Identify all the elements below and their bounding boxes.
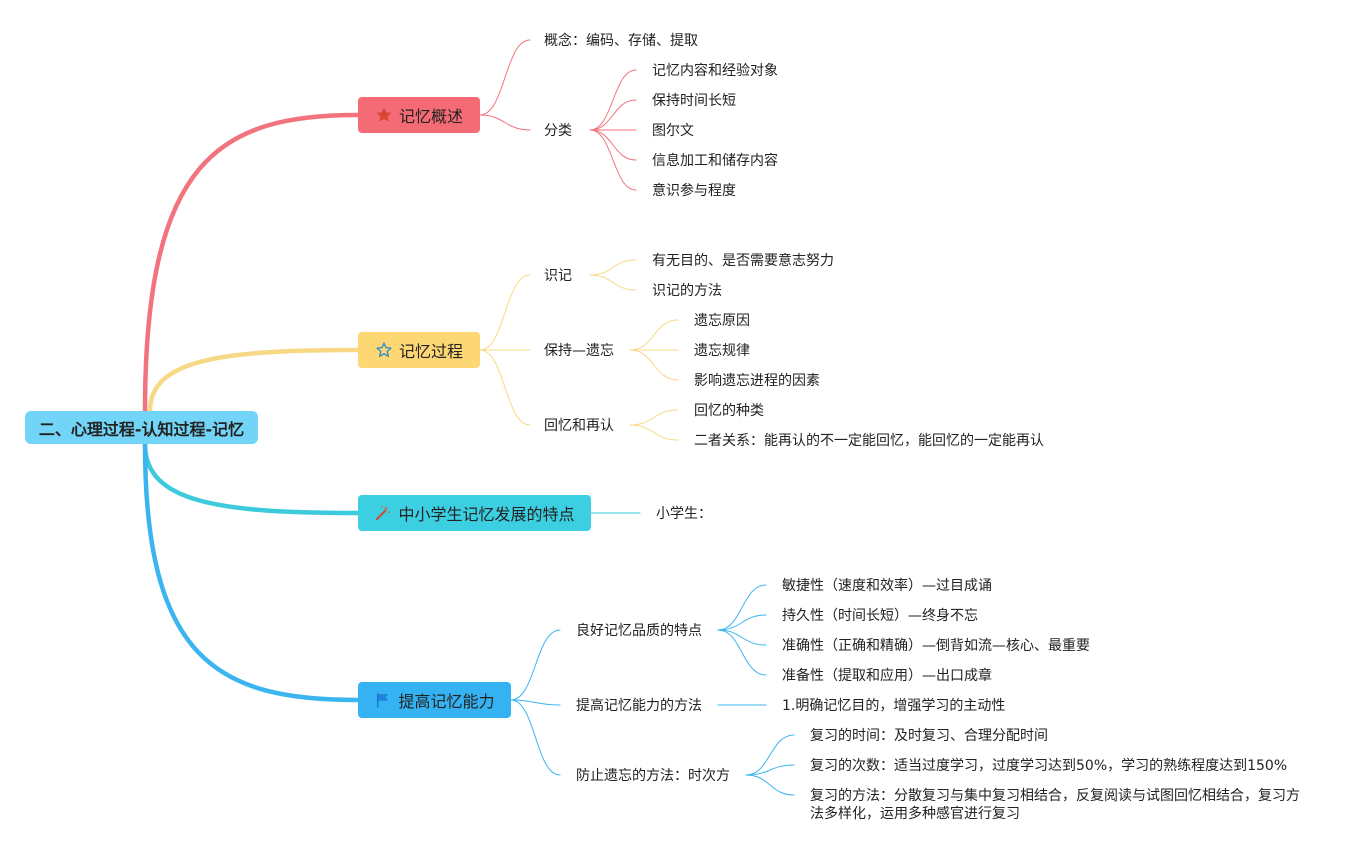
leaf-item[interactable]: 敏捷性（速度和效率）—过目成诵 [782,578,992,594]
branch-node-student-memory-development[interactable]: 中小学生记忆发展的特点 [358,495,591,531]
leaf-line [589,129,637,161]
branch-line [479,114,531,131]
leaf-primary-students[interactable]: 小学生： [656,506,712,522]
leaf-line [629,319,679,351]
trunk-line [147,347,361,414]
branch-label: 中小学生记忆发展的特点 [398,505,575,524]
subtopic-retention-forgetting[interactable]: 保持—遗忘 [544,343,614,359]
subtopic-methods-improve-memory[interactable]: 提高记忆能力的方法 [576,698,702,714]
branch-line [479,39,531,116]
subtopic-encoding[interactable]: 识记 [544,268,572,284]
leaf-line [745,734,795,776]
leaf-line [629,424,679,441]
leaf-line [589,259,637,276]
leaf-item[interactable]: 有无目的、是否需要意志努力 [652,253,834,269]
star-filled-icon [375,106,393,124]
branch-label: 记忆过程 [398,342,463,361]
leaf-item[interactable]: 信息加工和储存内容 [652,153,778,169]
trunk-line [142,441,361,516]
leaf-line [589,129,637,191]
leaf-item[interactable]: 遗忘规律 [694,343,750,359]
trunk-line [142,112,361,414]
leaf-line [589,69,637,131]
star-outline-icon [375,341,393,359]
flag-icon [374,691,392,709]
branch-node-memory-process[interactable]: 记忆过程 [358,332,480,368]
leaf-item[interactable]: 保持时间长短 [652,93,736,109]
branch-line [510,629,561,701]
branch-line [510,699,561,776]
leaf-line [629,349,679,381]
leaf-line [717,614,767,631]
subtopic-classification[interactable]: 分类 [544,123,572,139]
root-node[interactable]: 二、心理过程-认知过程-记忆 [25,411,258,444]
leaf-item[interactable]: 意识参与程度 [652,183,736,199]
branch-line [510,699,561,706]
leaf-item[interactable]: 1.明确记忆目的，增强学习的主动性 [782,698,1006,714]
leaf-item[interactable]: 遗忘原因 [694,313,750,329]
leaf-item[interactable]: 回忆的种类 [694,403,764,419]
leaf-item[interactable]: 准备性（提取和应用）—出口成章 [782,668,992,684]
subtopic-prevent-forgetting[interactable]: 防止遗忘的方法：时次方 [576,768,730,784]
leaf-line [717,629,767,646]
branch-label: 提高记忆能力 [398,692,495,711]
leaf-line [717,584,767,631]
branch-node-memory-overview[interactable]: 记忆概述 [358,97,480,133]
leaf-item[interactable]: 持久性（时间长短）—终身不忘 [782,608,978,624]
branch-line [479,349,531,426]
leaf-line [589,99,637,131]
branch-line [479,274,531,351]
leaf-line [589,274,637,291]
leaf-concept[interactable]: 概念：编码、存储、提取 [544,33,698,49]
magic-wand-icon [374,504,392,522]
leaf-line [717,629,767,676]
branch-label: 记忆概述 [398,107,463,126]
subtopic-recall-recognition[interactable]: 回忆和再认 [544,418,614,434]
subtopic-good-memory-qualities[interactable]: 良好记忆品质的特点 [576,623,702,639]
leaf-item[interactable]: 影响遗忘进程的因素 [694,373,820,389]
leaf-item[interactable]: 记忆内容和经验对象 [652,63,778,79]
leaf-item[interactable]: 二者关系：能再认的不一定能回忆，能回忆的一定能再认 [694,433,1044,449]
branch-node-improve-memory[interactable]: 提高记忆能力 [358,682,511,718]
leaf-item[interactable]: 复习的方法：分散复习与集中复习相结合，反复阅读与试图回忆相结合，复习方法多样化，… [810,788,1300,822]
leaf-item[interactable]: 图尔文 [652,123,694,139]
leaf-item[interactable]: 识记的方法 [652,283,722,299]
leaf-line [745,764,795,776]
leaf-line [629,409,679,426]
leaf-item[interactable]: 复习的次数：适当过度学习，过度学习达到50%，学习的熟练程度达到150% [810,758,1288,774]
trunk-line [142,441,361,703]
leaf-item[interactable]: 准确性（正确和精确）—倒背如流—核心、最重要 [782,638,1090,654]
leaf-line [745,774,795,796]
leaf-item[interactable]: 复习的时间：及时复习、合理分配时间 [810,728,1048,744]
